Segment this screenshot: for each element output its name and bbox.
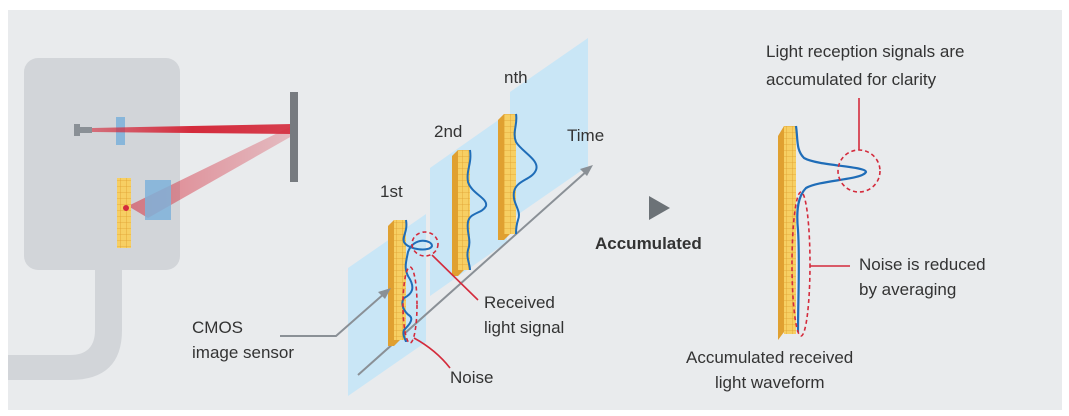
- label-accumulated: Accumulated: [595, 234, 702, 253]
- sensor-device: [8, 58, 180, 380]
- noise-callout: [402, 266, 418, 344]
- noise-leader: [413, 337, 451, 369]
- label-waveform-line2: light waveform: [715, 373, 825, 392]
- sensor-cable: [8, 268, 122, 380]
- frame-2nd: [452, 149, 488, 276]
- laser-emitter-icon: [74, 124, 92, 136]
- label-cmos-line2: image sensor: [192, 343, 294, 362]
- receiver-lens: [145, 180, 171, 220]
- label-clarity-line2: accumulated for clarity: [766, 70, 937, 89]
- label-1st: 1st: [380, 182, 403, 201]
- frame-1st: [388, 219, 434, 346]
- sensor-housing: [24, 58, 180, 270]
- laser-beam: [92, 124, 292, 134]
- label-cmos-line1: CMOS: [192, 318, 243, 337]
- label-time: Time: [567, 126, 604, 145]
- frame-nth: [498, 113, 538, 240]
- time-axis-arrowhead: [580, 165, 593, 176]
- accumulate-arrow-icon: [649, 196, 670, 220]
- label-noise-reduced-line1: Noise is reduced: [859, 255, 986, 274]
- sensor-plane-nth: [510, 38, 588, 220]
- label-waveform-line1: Accumulated received: [686, 348, 853, 367]
- received-signal-callout: [411, 231, 439, 257]
- label-2nd: 2nd: [434, 122, 462, 141]
- label-clarity-line1: Light reception signals are: [766, 42, 964, 61]
- cmos-leader-arrowhead: [378, 288, 391, 299]
- sensor-cmos-strip: [117, 178, 131, 248]
- label-noise-reduced-line2: by averaging: [859, 280, 956, 299]
- received-signal-leader: [431, 254, 479, 301]
- light-spot: [123, 205, 129, 211]
- cmos-leader: [280, 291, 387, 337]
- label-received-line2: light signal: [484, 318, 564, 337]
- noise-reduced-callout: [791, 191, 811, 337]
- label-nth: nth: [504, 68, 528, 87]
- label-received-line1: Received: [484, 293, 555, 312]
- label-noise: Noise: [450, 368, 493, 387]
- target-object: [290, 92, 298, 182]
